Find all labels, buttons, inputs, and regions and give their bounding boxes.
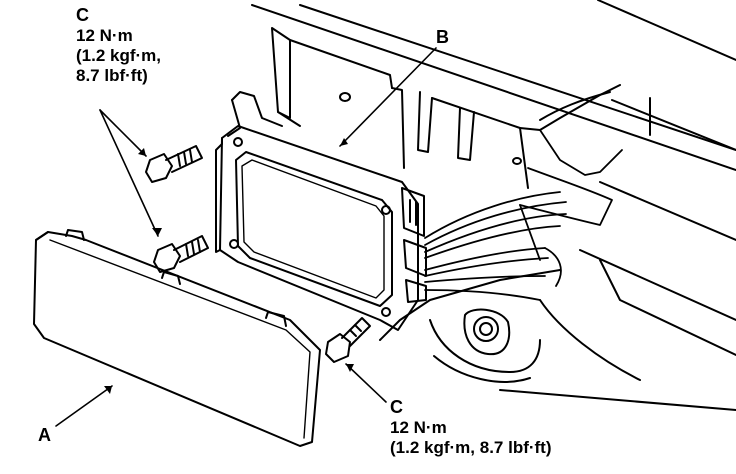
control-module-b: [215, 91, 427, 331]
leader-lines: [55, 47, 437, 427]
label-c-top-torque: 12 N·m: [76, 26, 133, 45]
wire-harness: [424, 129, 623, 301]
label-c-bottom-line2: (1.2 kgf·m, 8.7 lbf·ft): [390, 438, 552, 457]
label-b: B: [436, 27, 449, 47]
arrowheads: [104, 138, 354, 394]
label-c-top-line2: (1.2 kgf·m,: [76, 46, 162, 65]
body-panel: [251, 0, 736, 411]
label-c-bottom-torque: 12 N·m: [390, 418, 447, 437]
bolt-c-upper: [145, 145, 203, 183]
cover-a: [33, 229, 321, 447]
label-c-top-letter: C: [76, 5, 89, 25]
bolt-c-lower: [325, 317, 371, 363]
label-c-bottom-letter: C: [390, 397, 403, 417]
bolt-c-middle: [153, 235, 209, 273]
label-c-top-line3: 8.7 lbf·ft): [76, 66, 148, 85]
label-a: A: [38, 425, 51, 445]
